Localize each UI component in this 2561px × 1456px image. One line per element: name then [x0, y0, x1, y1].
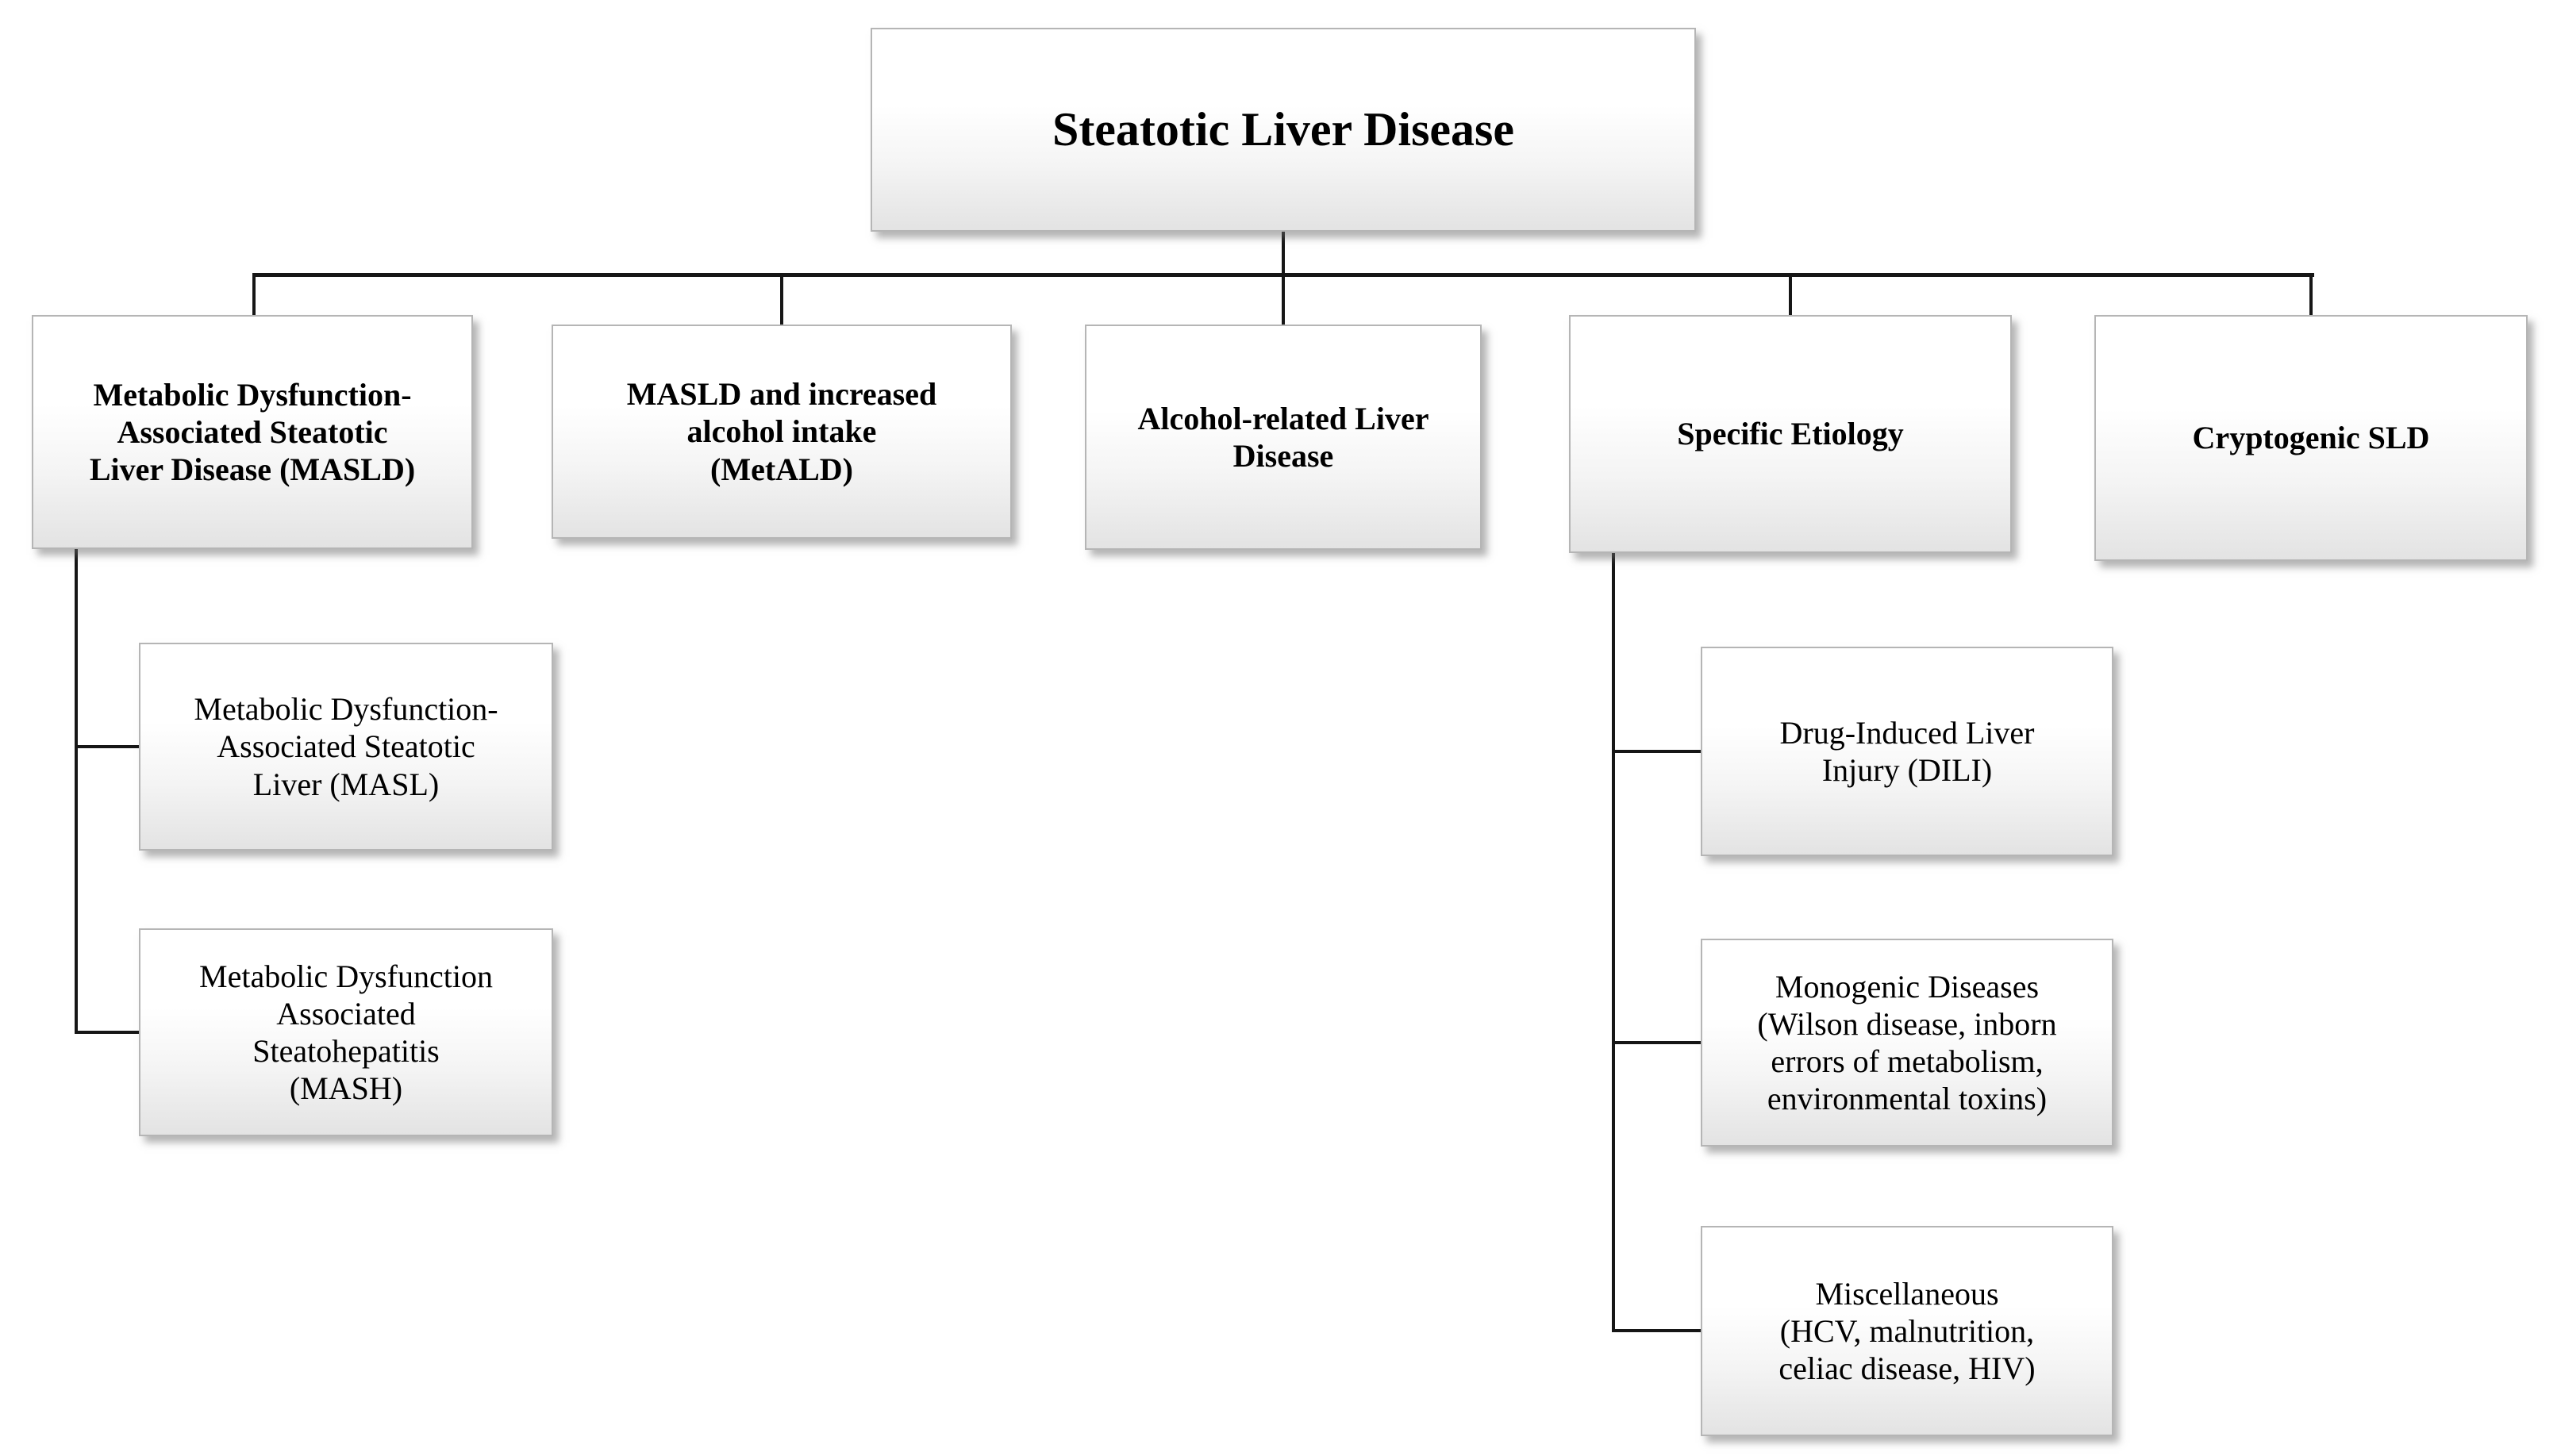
connector-masld-children-vertical	[75, 549, 78, 1034]
node-monogenic-diseases: Monogenic Diseases (Wilson disease, inbo…	[1701, 939, 2113, 1147]
node-masld: Metabolic Dysfunction- Associated Steato…	[32, 315, 473, 549]
connector-stub-miscellaneous	[1612, 1329, 1702, 1332]
node-label-monogenic-diseases: Monogenic Diseases (Wilson disease, inbo…	[1757, 968, 2057, 1117]
node-label-masl: Metabolic Dysfunction- Associated Steato…	[194, 691, 498, 802]
connector-stub-monogenic	[1612, 1041, 1702, 1044]
node-mash: Metabolic Dysfunction Associated Steatoh…	[139, 928, 553, 1136]
node-label-mash: Metabolic Dysfunction Associated Steatoh…	[199, 958, 493, 1107]
connector-stub-mash	[75, 1031, 140, 1034]
node-label-steatotic-liver-disease: Steatotic Liver Disease	[1052, 103, 1515, 156]
node-steatotic-liver-disease: Steatotic Liver Disease	[871, 28, 1696, 232]
connector-stub-specific-etiology	[1789, 273, 1792, 317]
node-label-masld: Metabolic Dysfunction- Associated Steato…	[89, 376, 416, 488]
node-cryptogenic-sld: Cryptogenic SLD	[2094, 315, 2528, 561]
connector-stub-masld	[252, 273, 256, 317]
node-label-alcohol-related-liver-disease: Alcohol-related Liver Disease	[1137, 400, 1429, 474]
connector-specific-children-vertical	[1612, 553, 1615, 1332]
node-specific-etiology: Specific Etiology	[1569, 315, 2012, 553]
node-alcohol-related-liver-disease: Alcohol-related Liver Disease	[1085, 325, 1482, 550]
connector-root-vertical	[1282, 232, 1285, 275]
connector-stub-masl	[75, 745, 140, 748]
node-dili: Drug-Induced Liver Injury (DILI)	[1701, 647, 2113, 856]
node-masl: Metabolic Dysfunction- Associated Steato…	[139, 643, 553, 851]
connector-stub-dili	[1612, 750, 1702, 753]
node-miscellaneous: Miscellaneous (HCV, malnutrition, celiac…	[1701, 1226, 2113, 1436]
node-metald: MASLD and increased alcohol intake (MetA…	[552, 325, 1012, 539]
node-label-dili: Drug-Induced Liver Injury (DILI)	[1779, 714, 2035, 788]
node-label-miscellaneous: Miscellaneous (HCV, malnutrition, celiac…	[1778, 1275, 2036, 1387]
connector-stub-ald	[1282, 273, 1285, 326]
node-label-cryptogenic-sld: Cryptogenic SLD	[2192, 420, 2430, 456]
node-label-specific-etiology: Specific Etiology	[1677, 416, 1904, 452]
connector-stub-metald	[780, 273, 783, 326]
connector-stub-cryptogenic	[2309, 273, 2313, 317]
node-label-metald: MASLD and increased alcohol intake (MetA…	[626, 376, 937, 487]
